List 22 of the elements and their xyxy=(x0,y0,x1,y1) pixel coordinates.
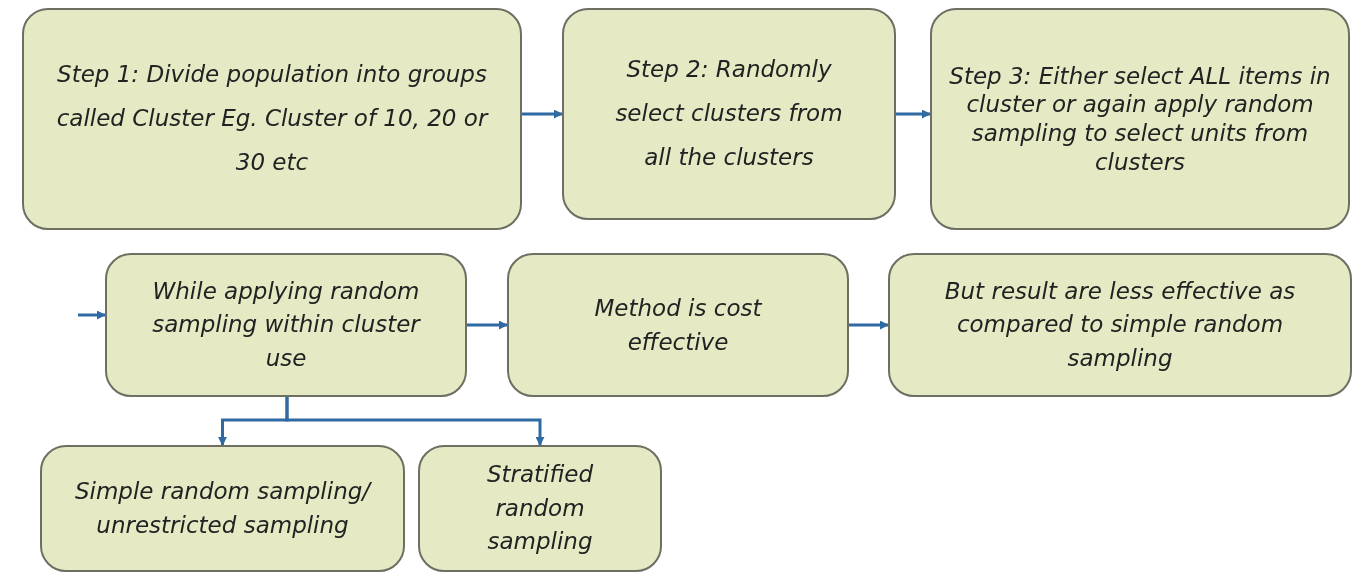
process-box xyxy=(507,253,849,397)
process-box xyxy=(40,445,405,572)
process-box xyxy=(418,445,662,572)
arrow xyxy=(522,109,563,119)
box-text: Method is cost effective xyxy=(593,293,763,357)
process-box xyxy=(562,8,896,220)
arrow xyxy=(849,320,889,330)
box-text: But result are less effective as compared to simple random sampling xyxy=(943,277,1297,373)
box-text: While applying random sampling within cluster use xyxy=(151,277,422,373)
arrow xyxy=(285,397,545,446)
process-box xyxy=(930,8,1350,230)
box-text: Stratified random sampling xyxy=(485,460,595,557)
box-text: Step 2: Randomly select clusters from all the clusters xyxy=(614,55,844,172)
box-text: Step 1: Divide population into groups called Cluster Eg. Cluster of 10, 20 or 30 etc xyxy=(55,60,490,177)
arrow xyxy=(78,310,106,320)
process-box xyxy=(105,253,467,397)
arrow xyxy=(896,109,931,119)
arrow xyxy=(467,320,508,330)
box-text: Simple random sampling/ unrestricted sampling xyxy=(73,477,373,540)
process-box xyxy=(888,253,1352,397)
process-box xyxy=(22,8,522,230)
box-text: Step 3: Either select ALL items in cluster or again apply random sampling to select units from clusters xyxy=(948,61,1332,177)
